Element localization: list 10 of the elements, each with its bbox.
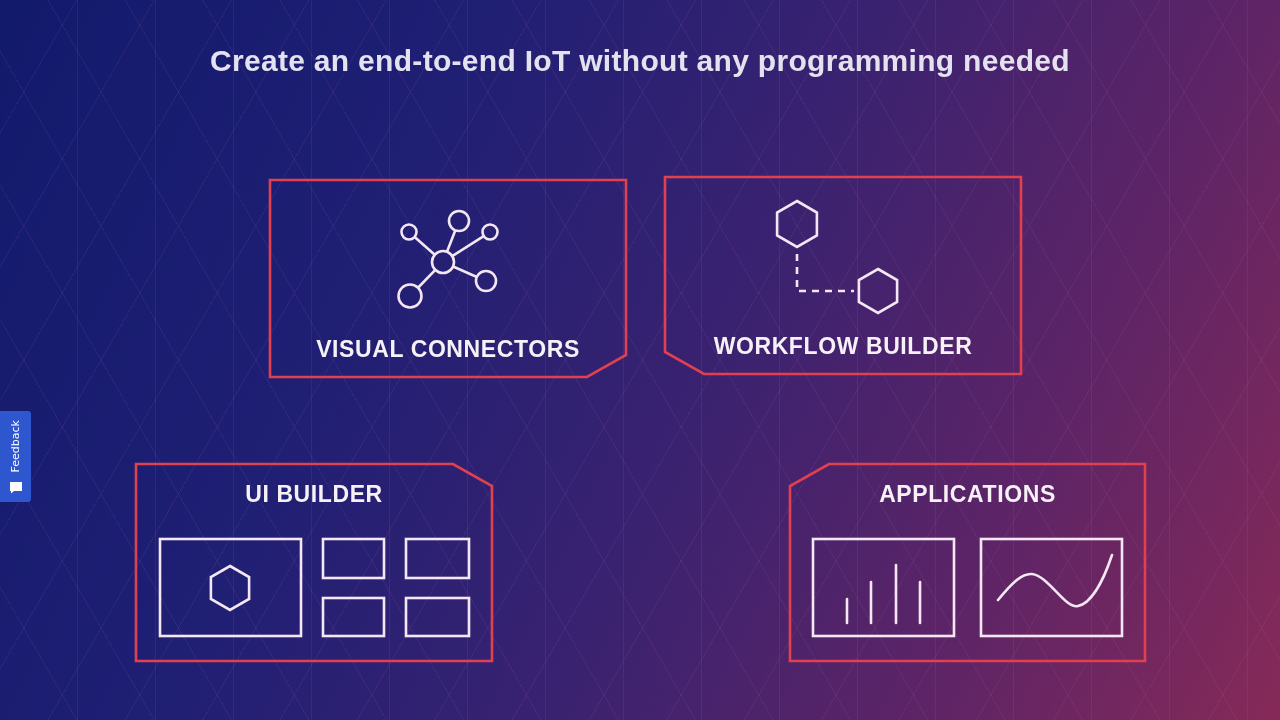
panel-heading: WORKFLOW BUILDER	[713, 332, 973, 360]
feature-panel	[136, 464, 492, 661]
feature-panel	[790, 464, 1145, 661]
panel-heading: VISUAL CONNECTORS	[316, 335, 580, 363]
panel-heading: APPLICATIONS	[879, 480, 1056, 508]
feature-panel	[270, 180, 626, 377]
feedback-tab: Feedback	[0, 411, 31, 502]
slide-title: Create an end-to-end IoT without any programming needed	[210, 44, 1070, 78]
panel-heading: UI BUILDER	[245, 480, 383, 508]
feature-panel	[665, 177, 1021, 374]
